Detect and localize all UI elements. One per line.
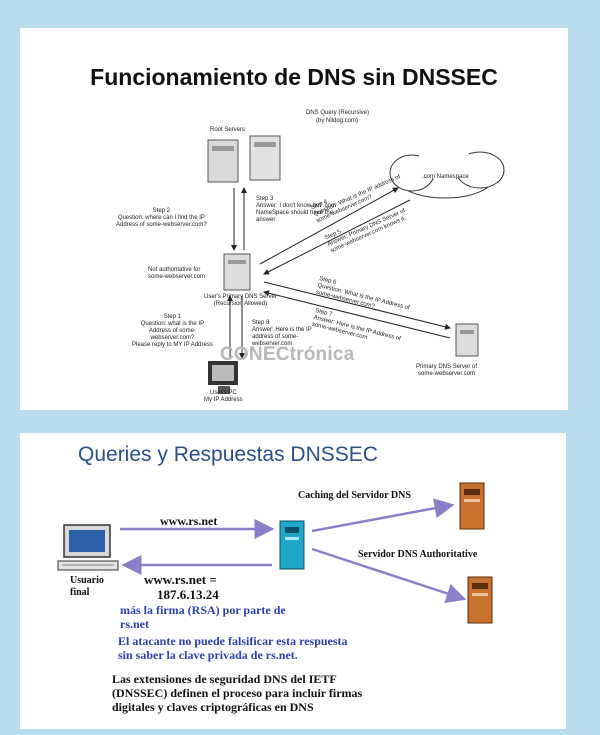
user-pc-icon [208,361,238,394]
user-label: Usuario final [70,575,104,598]
attacker-text: El atacante no puede falsificar esta res… [118,634,348,662]
signature-text: más la firma (RSA) por parte de rs.net [120,603,286,631]
query-sub: (by Nildog.com) [316,118,359,124]
bottom-diagram-panel: Queries y Respuestas DNSSEC [20,433,566,729]
root-server-icon [207,135,281,183]
primary-dns-server-icon [455,323,479,357]
user-pc-label: User's PC My IP Address [204,390,243,403]
user-computer-icon [57,524,119,571]
watermark: CONECtrónica [220,344,355,365]
root-servers-label: Root Servers [210,127,246,133]
query-label: DNS Query (Recursive) [306,110,370,116]
com-namespace-label: .com Namespace [422,174,469,180]
user-dns-server-icon [223,253,251,291]
authoritative-label: Servidor DNS Authoritative [358,549,478,560]
step8-text: Step 8 Answer: Here is the IP address of… [252,320,312,347]
top-diagram-title: Funcionamiento de DNS sin DNSSEC [90,64,498,90]
caching-dns-server-icon [459,482,485,530]
step3-text: Step 3 Answer: I don't know but .com Nam… [256,196,336,223]
bottom-diagram-title: Queries y Respuestas DNSSEC [78,443,378,466]
bottom-diagram-graphics [57,482,493,624]
request-label: www.rs.net [160,514,218,528]
cloud-icon [389,146,505,199]
extensions-text: Las extensiones de seguridad DNS del IET… [112,672,363,714]
step1-text: Step 1 Question: what is the IP Address … [132,314,213,348]
caching-label: Caching del Servidor DNS [298,490,411,501]
primary-dns-label: Primary DNS Server of some-webserver.com [416,364,478,377]
user-dns-label: User's Primary DNS Server (Recursion All… [204,294,277,307]
step2-text: Step 2 Question: where can I find the IP… [116,208,207,228]
top-diagram-graphics [207,135,505,394]
caching-server-icon [279,520,305,570]
authoritative-dns-server-icon [467,576,493,624]
top-diagram-panel: Funcionamiento de DNS sin DNSSEC [20,28,568,410]
not-authoritative-text: Not authoritative for some-webserver.com [148,267,206,280]
answer-text: www.rs.net = 187.6.13.24 [144,572,219,602]
